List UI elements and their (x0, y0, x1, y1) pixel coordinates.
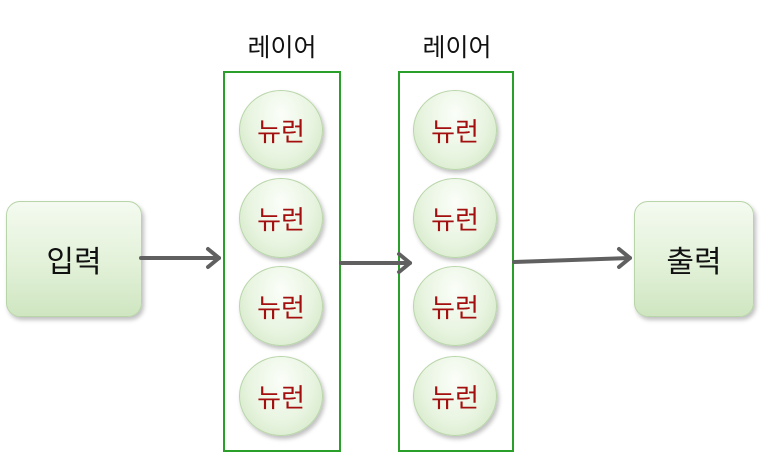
arrow-layer-2-to-output-head (617, 247, 632, 269)
input-label: 입력 (46, 245, 102, 280)
layer-1-neuron-4: 뉴런 (239, 356, 323, 436)
neuron-label: 뉴런 (431, 383, 479, 414)
layer-1-title: 레이어 (247, 33, 317, 62)
layer-2-title: 레이어 (422, 33, 492, 62)
neuron-label: 뉴런 (431, 117, 479, 148)
neuron-label: 뉴런 (257, 205, 305, 236)
layer-1-box: 뉴런 뉴런 뉴런 뉴런 (223, 71, 341, 452)
output-label: 출력 (666, 245, 722, 280)
arrow-layer-2-to-output (512, 256, 632, 264)
neuron-label: 뉴런 (257, 383, 305, 414)
layer-1-neuron-2: 뉴런 (239, 178, 323, 258)
layer-2-box: 뉴런 뉴런 뉴런 뉴런 (398, 71, 514, 452)
arrow-input-to-layer-1-head (206, 247, 221, 269)
layer-2-neuron-1: 뉴런 (413, 90, 497, 170)
layer-2-neuron-3: 뉴런 (413, 266, 497, 346)
layer-1-neuron-1: 뉴런 (239, 90, 323, 170)
neuron-label: 뉴런 (257, 117, 305, 148)
layer-2-neuron-2: 뉴런 (413, 178, 497, 258)
layer-1-neuron-3: 뉴런 (239, 266, 323, 346)
neuron-label: 뉴런 (431, 205, 479, 236)
output-node: 출력 (634, 201, 754, 317)
layer-2-neuron-4: 뉴런 (413, 356, 497, 436)
neuron-label: 뉴런 (431, 293, 479, 324)
input-node: 입력 (6, 201, 142, 317)
neuron-label: 뉴런 (257, 293, 305, 324)
